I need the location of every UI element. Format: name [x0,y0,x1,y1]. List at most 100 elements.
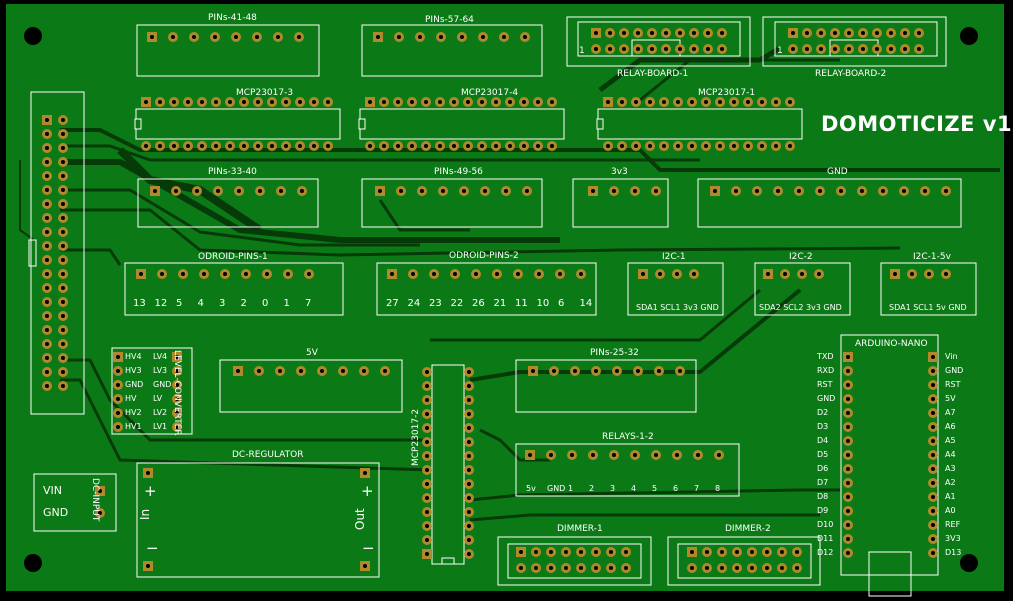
arduino-right-label-4: 5V [945,394,956,403]
dimmer-2-pad-top-4-hole [735,550,739,554]
header-pins-33-40-outline [137,178,319,228]
mcp23017-1-pad-bot-12-hole [760,144,764,148]
mcp23017-2-pad-left-4-hole [425,412,429,416]
header-pins-49-56-pad-8-hole [525,189,529,193]
header-gnd-pad-6-hole [818,189,822,193]
trace-f [60,248,122,266]
mcp23017-1-pad-top-2-hole [620,100,624,104]
header-pins-41-48-pad-3-hole [192,35,196,39]
arduino-left-label-3: RST [817,380,833,389]
mcp23017-3-pad-bot-11-hole [284,144,288,148]
relays-1-2-pad-7-hole [654,453,658,457]
mcp23017-1-pad-bot-14-hole [788,144,792,148]
header-5v-pad-3-hole [278,369,282,373]
header-pins-25-32-pad-5-hole [615,369,619,373]
relay-board-1-pad-top-9-hole [706,31,710,35]
mcp23017-3-pad-bot-10-hole [270,144,274,148]
mcp23017-3-pad-bot-5-hole [200,144,204,148]
label-regulator-in: In [138,508,152,520]
arduino-right-label-3: RST [945,380,961,389]
odroid-pins-2-pad-3-hole [432,272,436,276]
arduino-nano-pad-right-9-hole [931,467,935,471]
mcp23017-2-pad-left-13-hole [425,538,429,542]
dimmer-1-pad-top-8-hole [624,550,628,554]
i2c-1-5v-pad-4-hole [944,272,948,276]
dc-input-pad-vin-hole [98,489,102,493]
dimmer-1-pad-top-6-hole [594,550,598,554]
mcp23017-3-pad-top-6-hole [214,100,218,104]
header-5v-pad-1-hole [236,369,240,373]
label-i2c-1-pins: SDA1 SCL1 3v3 GND [636,303,719,312]
trace-l [469,288,802,382]
level-converter-pad-right-2-hole [175,369,179,373]
arduino-nano-pad-right-11-hole [931,495,935,499]
dimmer-2-pad-top-7-hole [780,550,784,554]
level-converter-pad-right-5-hole [175,411,179,415]
arduino-left-label-14: D11 [817,534,834,543]
dimmer-2-pad-top-1-hole [690,550,694,554]
trace-g [60,358,430,442]
relay-board-2-pad-top-1-hole [791,31,795,35]
header-gnd-pad-5-hole [797,189,801,193]
label-i2c-1: I2C-1 [662,252,686,262]
dimmer-2-pad-bot-2-hole [705,566,709,570]
label-5v-header: 5V [306,348,318,358]
mcp23017-3-pad-bot-4-hole [186,144,190,148]
odroid1-pin-label-6: 2 [240,298,247,309]
dimmer-2-pad-bot-4-hole [735,566,739,570]
gpio-header-pad-b-11-hole [61,258,65,262]
odroid2-pin-label-1: 27 [386,298,399,309]
relay-board-1-pad-bot-10-hole [720,47,724,51]
dimmer-2-inner [677,543,812,579]
header-pins-25-32-pad-2-hole [552,369,556,373]
mcp23017-2-pad-left-9-hole [425,482,429,486]
header-pins-41-48-pad-4-hole [213,35,217,39]
i2c-1-5v-pad-2-hole [910,272,914,276]
level-converter-outline [111,347,193,435]
header-gnd-pad-3-hole [755,189,759,193]
mcp23017-4-pad-top-11-hole [508,100,512,104]
relays-pin-label-8: 6 [673,484,679,493]
gpio-header-pad-b-5-hole [61,174,65,178]
arduino-right-label-13: REF [945,520,961,529]
header-pins-57-64-pad-5-hole [460,35,464,39]
arduino-nano-pad-right-5-hole [931,411,935,415]
dimmer-1-pad-bot-6-hole [594,566,598,570]
header-pins-57-64-pad-8-hole [523,35,527,39]
gpio-header-pad-b-8-hole [61,216,65,220]
relay-board-2-pad-bot-10-hole [917,47,921,51]
relay-board-1-pad-bot-5-hole [650,47,654,51]
header-3v3-pad-4-hole [654,189,658,193]
mcp23017-2-pad-right-12-hole [467,524,471,528]
mcp23017-3-pad-bot-3-hole [172,144,176,148]
mcp23017-1-pad-bot-1-hole [606,144,610,148]
header-gnd-outline [697,178,962,228]
arduino-left-label-7: D4 [817,436,829,445]
level-converter-left-label-1: HV4 [125,352,142,361]
level-converter-pad-left-4-hole [116,397,120,401]
label-odroid-pins-1: ODROID-PINS-1 [198,252,268,262]
arduino-nano-pad-left-8-hole [846,453,850,457]
gpio-header-pad-a-4-hole [45,160,49,164]
dimmer-2-pad-top-3-hole [720,550,724,554]
header-pins-25-32-pad-7-hole [657,369,661,373]
label-regulator-minus-left: − [146,539,159,557]
arduino-right-label-14: 3V3 [945,534,961,543]
label-regulator-out: Out [353,508,367,530]
header-pins-57-64-pad-4-hole [439,35,443,39]
mcp23017-2-pad-right-6-hole [467,440,471,444]
odroid1-pin-label-4: 4 [197,298,204,309]
arduino-nano-pad-left-11-hole [846,495,850,499]
relay-board-2-pad-top-7-hole [875,31,879,35]
gpio-header-pad-a-18-hole [45,356,49,360]
i2c-1-pad-3-hole [675,272,679,276]
mcp23017-2-pad-left-6-hole [425,440,429,444]
odroid-pins-1-pad-6-hole [244,272,248,276]
label-pins-41-48: PINs-41-48 [208,13,257,23]
odroid1-pin-label-7: 0 [262,298,269,309]
odroid2-pin-label-5: 26 [472,298,485,309]
dc-regulator-pad-out-plus-hole [363,471,367,475]
gpio-header-pad-b-17-hole [61,342,65,346]
arduino-nano-pad-left-4-hole [846,397,850,401]
mcp23017-3-pad-top-3-hole [172,100,176,104]
